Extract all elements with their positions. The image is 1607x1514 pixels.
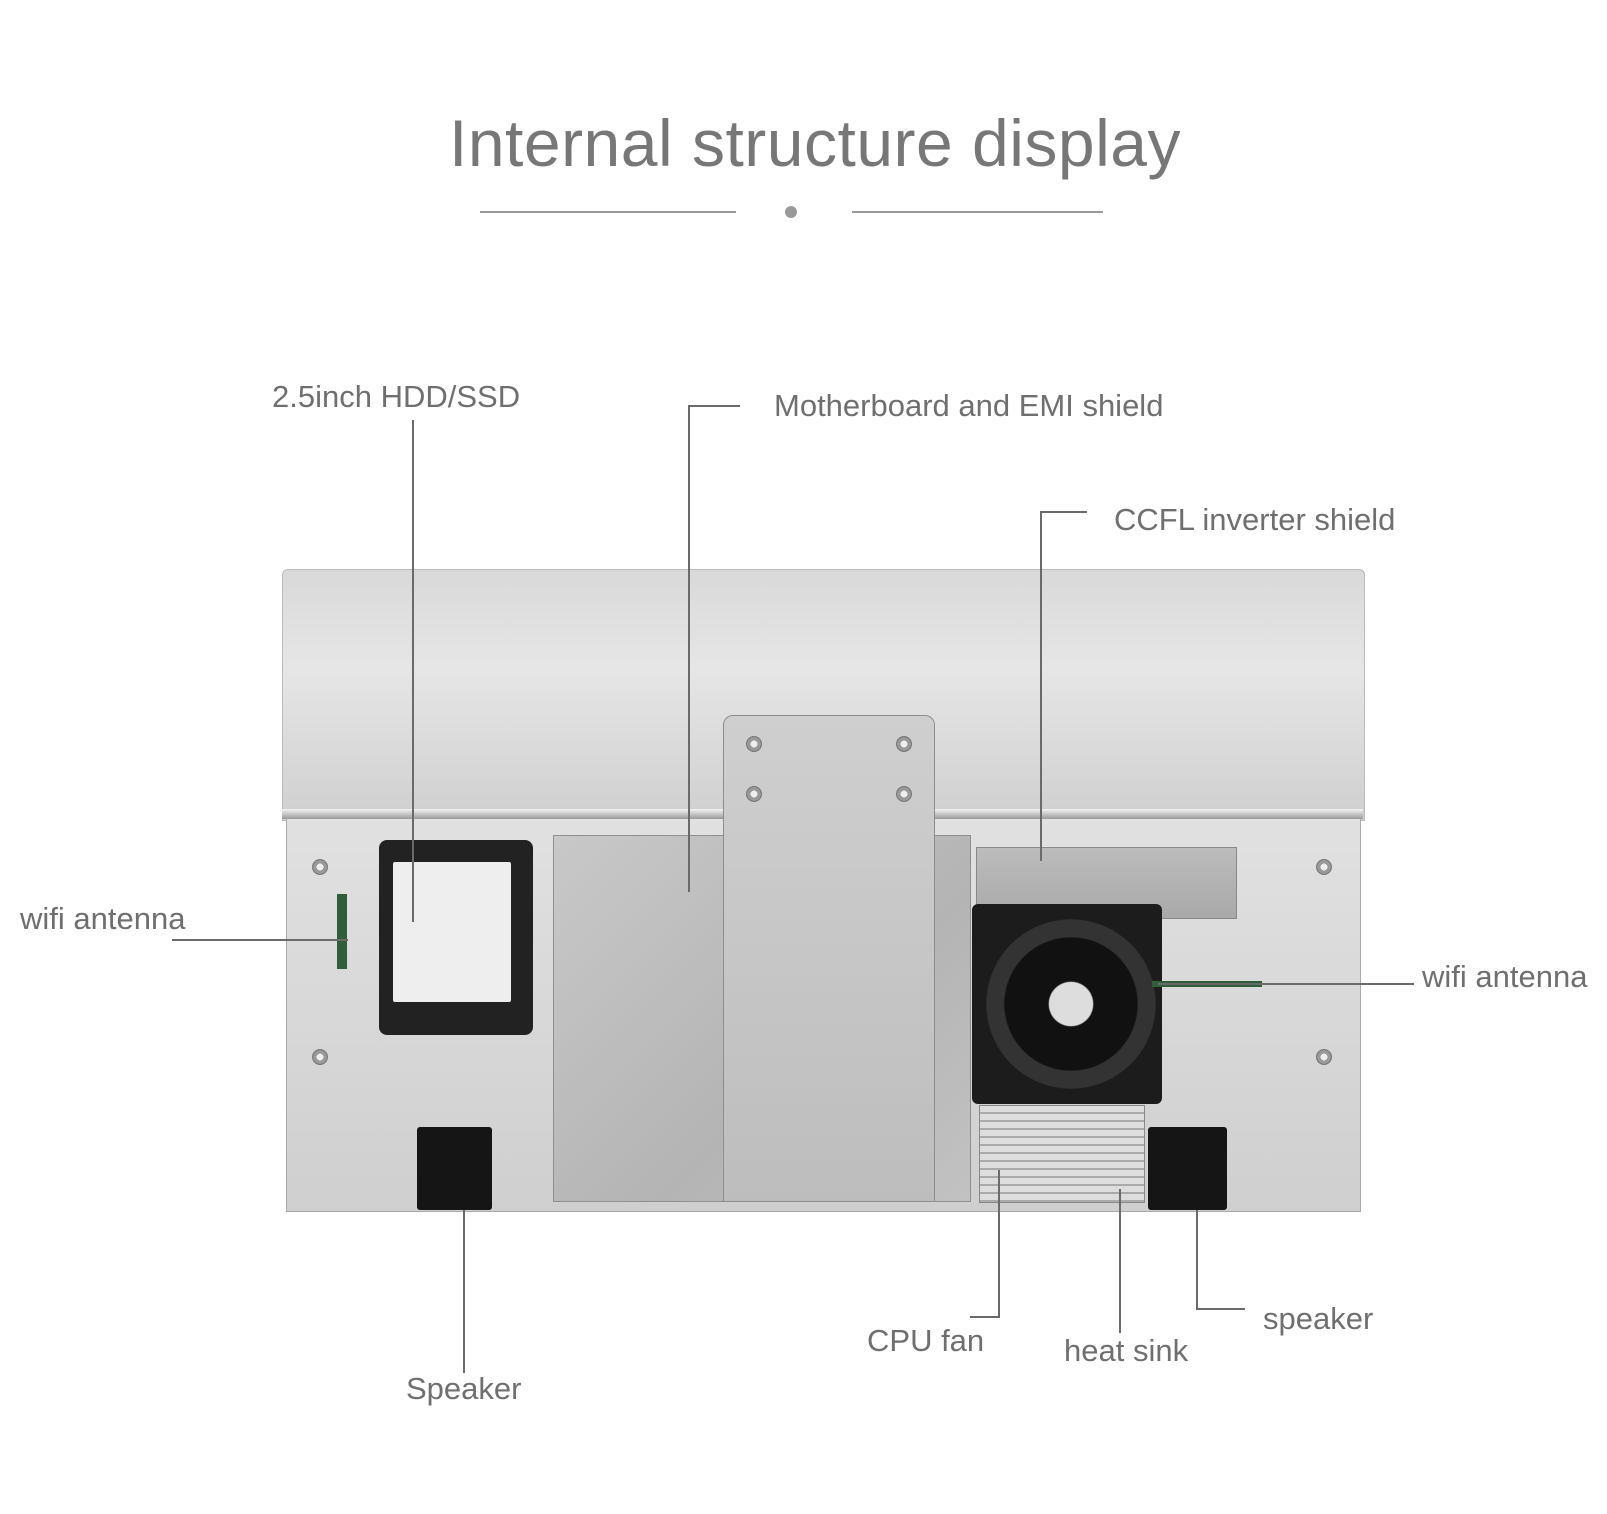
cpu-fan [986, 919, 1156, 1089]
motherboard-leader [688, 405, 740, 892]
label-wifi-left: wifi antenna [20, 901, 186, 936]
label-motherboard: Motherboard and EMI shield [774, 388, 1164, 423]
label-speaker-right: speaker [1263, 1301, 1374, 1336]
stand-bracket [723, 715, 935, 1202]
speaker-right-leader [1196, 1210, 1245, 1310]
label-cpu-fan: CPU fan [867, 1323, 985, 1358]
screw-icon [746, 736, 762, 752]
all-in-one-pc-rear [282, 569, 1365, 1212]
screw-icon [312, 1049, 328, 1065]
page-title: Internal structure display [448, 106, 1181, 180]
screw-icon [746, 786, 762, 802]
cpu-fan-leader [970, 1170, 1000, 1318]
screw-icon [1316, 859, 1332, 875]
label-heat-sink: heat sink [1064, 1333, 1189, 1368]
screw-icon [1316, 1049, 1332, 1065]
speaker-right [1148, 1127, 1227, 1210]
label-speaker-left: Speaker [406, 1371, 522, 1406]
hdd-ssd [379, 840, 533, 1035]
heat-sink [979, 1105, 1145, 1203]
label-hdd-ssd: 2.5inch HDD/SSD [272, 379, 521, 414]
label-wifi-right: wifi antenna [1422, 959, 1588, 994]
screw-icon [896, 736, 912, 752]
speaker-left [417, 1127, 492, 1210]
label-ccfl: CCFL inverter shield [1114, 502, 1396, 537]
wifi-antenna-left [337, 894, 347, 969]
divider-dot [785, 206, 797, 218]
screw-icon [312, 859, 328, 875]
screw-icon [896, 786, 912, 802]
ccfl-leader [1040, 511, 1087, 861]
